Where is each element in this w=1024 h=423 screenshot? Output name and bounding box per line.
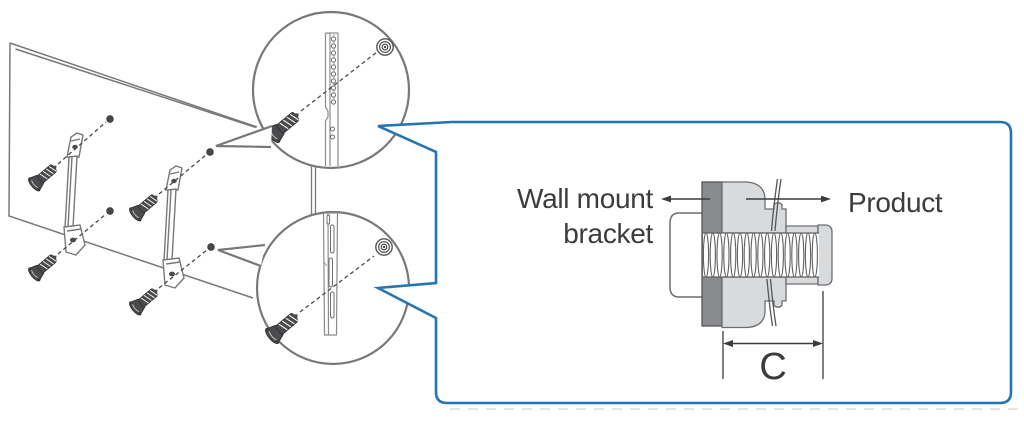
magnifier-top-tail [215,124,273,149]
panel-screw-holes [106,115,215,251]
wall-mount-label-line1: Wall mount [517,183,654,214]
product-arrow [746,195,831,203]
product-label: Product [848,187,943,218]
panel-top-edge-inner [15,48,257,129]
guide-line-magnified-top [300,51,378,112]
screw-top-right [127,188,164,224]
cross-section [661,178,833,379]
guide-line-magnified-bottom [299,255,375,313]
wall-mount-label-line2: bracket [563,218,653,249]
screw-top-left [26,158,63,194]
bracket-holes-magnified-top [330,36,337,140]
screw-guide-lines [57,121,208,289]
wall-mount-arrow [661,195,710,203]
screw-threads [702,232,819,278]
wall-mount-bracket-right [162,165,185,289]
magnifier-top [215,10,411,170]
screw-bottom-left [26,248,63,284]
magnifier-bottom [217,210,411,366]
dimension-c [722,291,824,379]
bracket-strip-magnified-bottom [322,212,339,336]
magnifier-bottom-tail [217,243,266,268]
screw-bottom-right [127,282,164,318]
bracket-connector-strip [310,165,317,215]
magnifier-top-circle [251,10,411,170]
bracket-slots-magnified-bottom [326,214,335,319]
screw-head-section [669,212,704,298]
dimension-c-label: C [759,346,786,388]
mounting-hole-top [376,38,394,56]
mounting-hole-bottom [375,238,393,256]
product-housing-lower [721,276,787,329]
bracket-strip-magnified-top [324,32,339,166]
panel-top-edge-outer [9,42,258,128]
wall-mount-bracket-left [63,132,86,256]
panel-sheet-lines [766,178,782,327]
